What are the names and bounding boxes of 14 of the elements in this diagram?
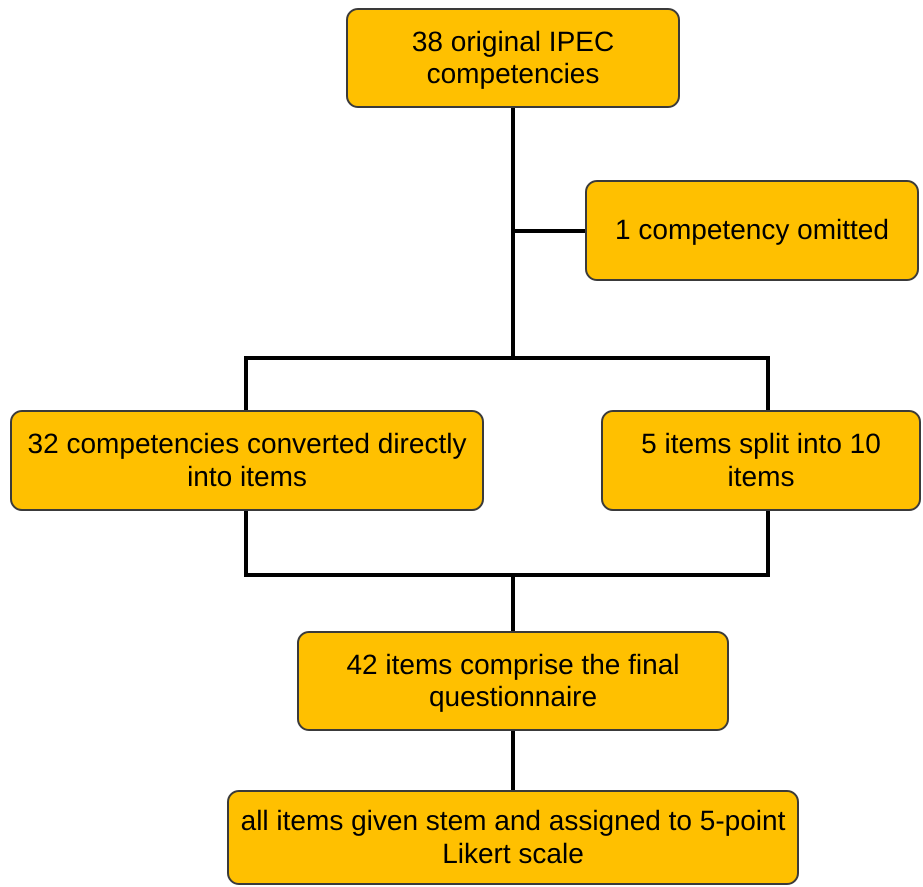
process-box xyxy=(585,180,919,281)
connector-line xyxy=(511,731,515,790)
box-text: 42 items comprise the final questionnaire xyxy=(345,648,681,714)
process-box xyxy=(346,8,680,108)
box-text: 5 items split into 10 items xyxy=(640,428,882,493)
box-text: 32 competencies converted directly into items xyxy=(26,428,468,493)
process-box xyxy=(601,410,921,511)
connector-line xyxy=(511,511,770,631)
process-box xyxy=(297,631,729,731)
process-box xyxy=(10,410,484,511)
process-box xyxy=(227,790,799,885)
box-text: 38 original IPEC competencies xyxy=(410,26,616,90)
box-text: 1 competency omitted xyxy=(615,214,889,247)
box-text: all items given stem and assigned to 5-point Likert scale xyxy=(240,805,786,870)
